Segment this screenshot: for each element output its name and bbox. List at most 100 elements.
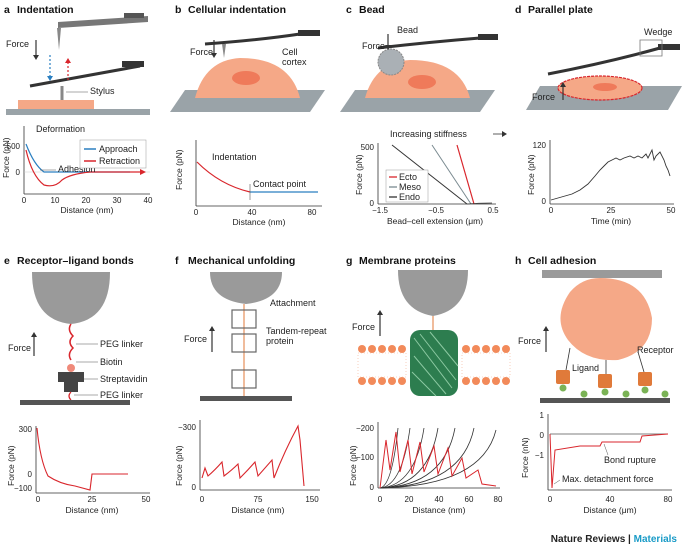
- force-arrow-f-head: [209, 326, 215, 331]
- cell-h: [560, 278, 652, 361]
- panel-d-illustration: Force Wedge: [526, 27, 682, 110]
- retraction-curve: [25, 149, 140, 187]
- tether-1: [565, 347, 571, 371]
- tip-top: [57, 28, 61, 50]
- footer-journal: Nature Reviews: [550, 534, 626, 545]
- force-label-c: Force: [362, 41, 385, 51]
- ytick-e-1: 0: [28, 470, 33, 479]
- bond-rupture-label: Bond rupture: [604, 455, 656, 465]
- cantilever-c-chip: [478, 34, 498, 40]
- cantilever-chip: [124, 13, 144, 18]
- xtick-b-2: 80: [308, 208, 317, 217]
- panel-c-chart: Increasing stiffness Force (pN) 500 0 −1…: [354, 129, 507, 226]
- cantilever-d: [547, 46, 661, 76]
- xtick-g-4: 80: [494, 495, 503, 504]
- ylabel-h: Force (nN): [520, 437, 530, 478]
- xtick-b-1: 40: [248, 208, 257, 217]
- indentation-curve: [196, 161, 251, 193]
- deformation-label: Deformation: [36, 124, 85, 134]
- panel-e-title: Receptor–ligand bonds: [17, 255, 134, 267]
- cantilever-c: [377, 36, 481, 50]
- ytick-g-0: −200: [356, 424, 375, 433]
- panel-f-title: Mechanical unfolding: [188, 255, 295, 267]
- protein-strands: [411, 331, 459, 397]
- panel-f-letter: f: [175, 255, 179, 267]
- panel-g-letter: g: [346, 255, 352, 267]
- xtick-h-1: 40: [606, 495, 615, 504]
- xtick-g-0: 0: [378, 495, 383, 504]
- max-detach-label: Max. detachment force: [562, 474, 654, 484]
- force-label-d: Force: [532, 92, 555, 102]
- cantilever-chip-bottom: [122, 61, 144, 67]
- panel-c: c Bead Force Bead Increasing stiffness F…: [340, 4, 507, 226]
- xtick-d-1: 25: [607, 206, 616, 215]
- panel-a-title: Indentation: [17, 4, 74, 16]
- xlabel-b: Distance (nm): [233, 217, 286, 227]
- tandem-repeat-domains: [231, 309, 257, 389]
- lipid-bilayer: [357, 345, 511, 385]
- xtick-e-2: 50: [142, 495, 151, 504]
- force-arrow-h-head: [543, 326, 549, 331]
- panel-f-illustration: Force Attachment Tandem-repeat protein: [184, 272, 327, 401]
- top-plate-h: [542, 270, 662, 278]
- sample-block: [18, 100, 94, 109]
- ytick-c-0: 500: [361, 143, 375, 152]
- nucleus-c: [408, 75, 436, 89]
- peg-bottom-label: PEG linker: [100, 390, 143, 400]
- legend-a-item-1: Retraction: [99, 156, 140, 166]
- stylus-label: Stylus: [90, 86, 115, 96]
- legend-c-item-0: Ecto: [399, 172, 417, 182]
- bead-sphere: [377, 48, 405, 76]
- panel-g-chart: Force (pN) −200 −100 0 0 20 40 60 80 Dis…: [348, 422, 503, 515]
- meso-line: [431, 144, 472, 205]
- ytick-h-0: 1: [540, 411, 545, 420]
- xtick-d-2: 50: [667, 206, 676, 215]
- ytick-d-0: 120: [533, 141, 547, 150]
- force-arrow-d-head: [560, 82, 566, 87]
- force-curve-h: [549, 433, 669, 489]
- xtick-h-0: 0: [548, 495, 553, 504]
- panel-c-title: Bead: [359, 4, 385, 16]
- biotin-label: Biotin: [100, 357, 123, 367]
- surface-f: [200, 396, 292, 401]
- surface-h: [540, 398, 670, 403]
- xlabel-g: Distance (nm): [413, 505, 466, 515]
- xlabel-e: Distance (nm): [66, 505, 119, 515]
- xtick-a-4: 40: [144, 196, 153, 205]
- ylabel-b: Force (pN): [174, 149, 184, 190]
- receptor-2: [598, 374, 612, 388]
- wedge-shape: [639, 39, 663, 57]
- panel-g-title: Membrane proteins: [359, 255, 456, 267]
- ylabel-e: Force (pN): [6, 445, 16, 486]
- ytick-g-1: −100: [356, 453, 375, 462]
- force-label-a: Force: [6, 39, 29, 49]
- panel-d: d Parallel plate Force Wedge Force (pN) …: [515, 4, 682, 226]
- panel-h: h Cell adhesion Force Ligand Receptor: [515, 255, 674, 515]
- tether-3: [637, 351, 645, 373]
- panel-h-illustration: Force Ligand Receptor: [518, 270, 674, 403]
- force-curve-e: [36, 427, 128, 491]
- receptor-1: [556, 370, 570, 384]
- panel-f: f Mechanical unfolding Force Attachment …: [174, 255, 327, 515]
- panel-h-chart: Force (nN) 1 0 −1 0 40 80 Distance (μm) …: [520, 411, 673, 515]
- panel-e-chart: Force (pN) 300 0 −100 0 25 50 Distance (…: [6, 425, 151, 515]
- tandem-label-1: Tandem-repeat: [266, 326, 327, 336]
- ytick-d-1: 0: [542, 197, 547, 206]
- xtick-g-2: 40: [435, 495, 444, 504]
- xtick-c-2: 0.5: [487, 206, 499, 215]
- cantilever-d-chip: [658, 44, 680, 50]
- xtick-e-1: 25: [88, 495, 97, 504]
- ylabel-f: Force (pN): [174, 445, 184, 486]
- peg-linker-top: [68, 323, 75, 361]
- legend-c: Ecto Meso Endo: [385, 169, 429, 203]
- xtick-g-1: 20: [405, 495, 414, 504]
- panel-b-illustration: Force Cell cortex: [170, 30, 325, 112]
- ytick-a-1: 0: [16, 168, 21, 177]
- biotin-dot: [67, 364, 75, 372]
- surface-e: [20, 400, 130, 405]
- cantilever-b-chip: [298, 30, 320, 36]
- tip-g: [398, 270, 468, 316]
- xtick-a-2: 20: [82, 196, 91, 205]
- cell-cortex-label-2: cortex: [282, 57, 307, 67]
- panel-b-chart: Force (pN) 0 40 80 Distance (nm) Indenta…: [174, 140, 322, 227]
